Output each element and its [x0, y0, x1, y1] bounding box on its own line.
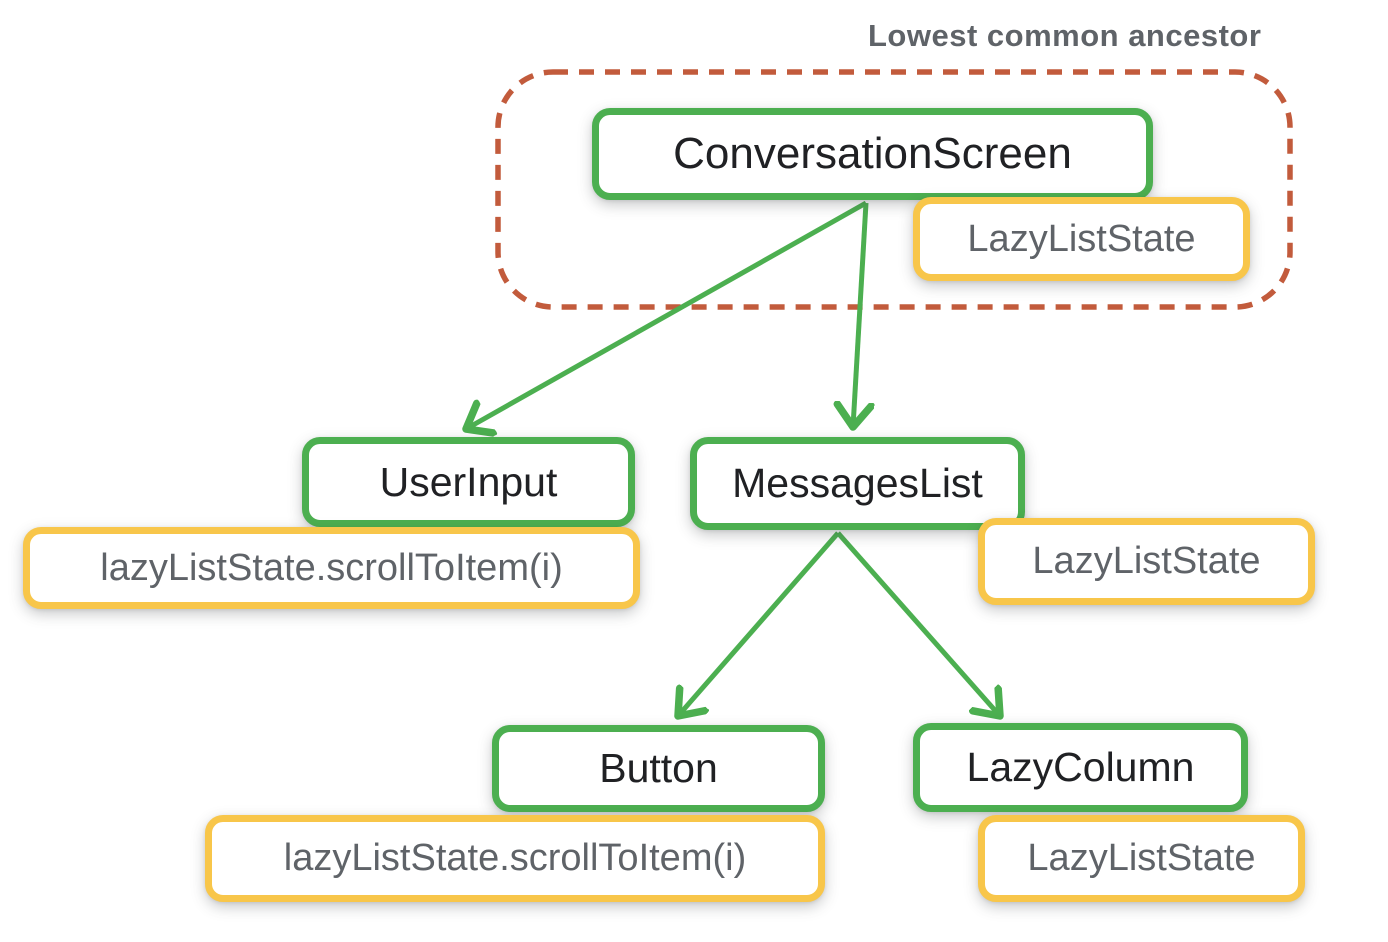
- edge-conversationscreen-userinput: [466, 200, 868, 429]
- node-conversation-screen: ConversationScreen: [592, 108, 1153, 200]
- node-conversation-screen-label: ConversationScreen: [673, 129, 1072, 178]
- edge-messageslist-lazycolumn: [836, 531, 1000, 716]
- node-messages-list-label: MessagesList: [732, 460, 983, 506]
- node-button-label: Button: [599, 745, 718, 791]
- state-user-input-call-label: lazyListState.scrollToItem(i): [100, 546, 563, 589]
- edge-messageslist-button: [678, 531, 840, 716]
- lca-title: Lowest common ancestor: [868, 18, 1262, 53]
- node-button: Button: [492, 725, 825, 812]
- node-user-input-label: UserInput: [379, 458, 558, 505]
- node-lazy-column-label: LazyColumn: [966, 744, 1195, 790]
- node-lazy-column: LazyColumn: [913, 723, 1248, 812]
- node-messages-list: MessagesList: [690, 437, 1025, 530]
- state-button-call-label: lazyListState.scrollToItem(i): [283, 837, 747, 879]
- edge-conversationscreen-messageslist: [853, 202, 866, 427]
- state-lazy-column-lazyliststate-label: LazyListState: [1027, 837, 1256, 879]
- state-messages-list-lazyliststate: LazyListState: [978, 518, 1315, 605]
- state-messages-list-lazyliststate-label: LazyListState: [1032, 540, 1261, 582]
- state-button-call: lazyListState.scrollToItem(i): [205, 815, 825, 902]
- state-hoisted-lazyliststate-label: LazyListState: [967, 217, 1196, 260]
- state-user-input-call: lazyListState.scrollToItem(i): [23, 527, 640, 609]
- lca-dashed-boundary: [495, 69, 1293, 310]
- node-user-input: UserInput: [302, 437, 635, 527]
- state-lazy-column-lazyliststate: LazyListState: [978, 815, 1305, 902]
- state-hoisted-lazyliststate: LazyListState: [913, 197, 1250, 281]
